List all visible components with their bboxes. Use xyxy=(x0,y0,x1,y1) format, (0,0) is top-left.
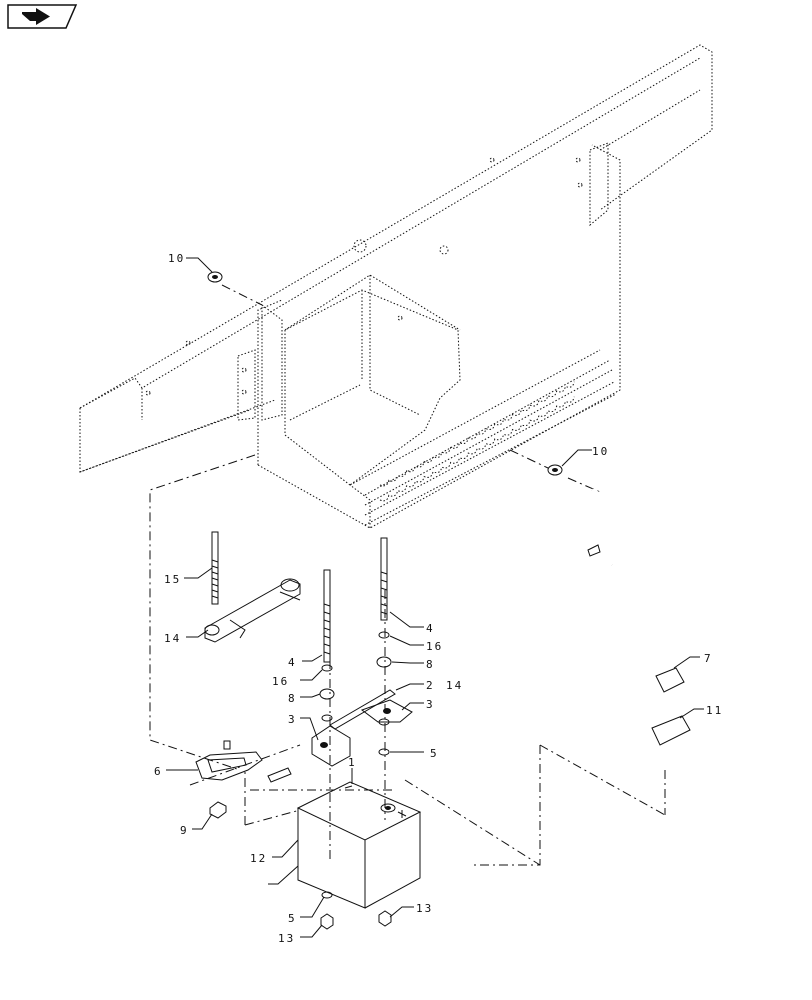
callout-3-right: 3 xyxy=(426,698,435,711)
screw-part-9 xyxy=(209,801,227,819)
callout-8-right: 8 xyxy=(426,658,435,671)
hold-down-bar-part-14 xyxy=(204,578,301,643)
battery-part-12 xyxy=(296,781,422,909)
callout-5-left: 5 xyxy=(288,912,297,925)
battery-cable-part-7 xyxy=(513,488,685,693)
bolt-part-4-right xyxy=(380,537,388,621)
callout-14-left: 14 xyxy=(164,632,181,645)
callout-9: 9 xyxy=(180,824,189,837)
grommet-part-10-upper xyxy=(207,271,223,283)
callout-5-right: 5 xyxy=(430,747,439,760)
frame-beam xyxy=(79,44,713,473)
bolt-part-4-left xyxy=(323,569,331,663)
callout-13-left: 13 xyxy=(278,932,295,945)
callout-13-right: 13 xyxy=(416,902,433,915)
callout-1-top: 1 xyxy=(348,756,357,769)
callout-4-left: 4 xyxy=(288,656,297,669)
battery-cable-part-11 xyxy=(519,563,691,746)
battery-tray xyxy=(237,142,621,529)
callout-14-right: 14 xyxy=(446,679,463,692)
leader-lines xyxy=(166,257,704,938)
centerlines xyxy=(149,284,666,866)
callout-8-left: 8 xyxy=(288,692,297,705)
bracket-part-3-left xyxy=(311,725,351,767)
next-page-arrow-icon[interactable] xyxy=(7,4,78,29)
callout-4-right: 4 xyxy=(426,622,435,635)
callout-labels: 10 10 15 14 4 16 8 3 4 16 8 2 14 3 5 7 1… xyxy=(154,252,723,945)
callout-16-right: 16 xyxy=(426,640,443,653)
callout-10-upper: 10 xyxy=(168,252,185,265)
long-bolt-part-15 xyxy=(211,531,219,605)
washers-and-nuts xyxy=(319,631,392,930)
callout-10-lower: 10 xyxy=(592,445,609,458)
callout-3-left: 3 xyxy=(288,713,297,726)
callout-6: 6 xyxy=(154,765,163,778)
battery-clamp-part-6 xyxy=(195,740,292,783)
callout-7: 7 xyxy=(704,652,713,665)
callout-15: 15 xyxy=(164,573,181,586)
callout-11: 11 xyxy=(706,704,723,717)
callout-2: 2 xyxy=(426,679,435,692)
bracket-part-3-right xyxy=(360,699,413,723)
callout-12: 12 xyxy=(250,852,267,865)
grommet-part-10-lower xyxy=(547,464,563,476)
callout-16-left: 16 xyxy=(272,675,289,688)
